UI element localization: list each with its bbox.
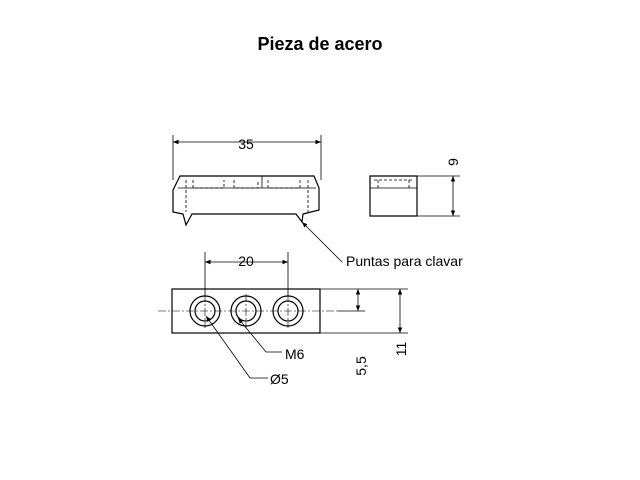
side-outline (369, 175, 418, 217)
thread-label: M6 (285, 346, 305, 362)
points-label: Puntas para clavar (346, 253, 463, 269)
hole-middle (230, 294, 262, 328)
points-leader (301, 221, 343, 263)
diameter-leader (205, 315, 268, 379)
width-label: 11 (393, 342, 409, 357)
thread-leader (237, 317, 282, 353)
front-view (172, 135, 322, 227)
top-view (158, 252, 408, 379)
hole-left (189, 294, 221, 328)
hole-spacing-label: 20 (238, 253, 254, 269)
hole-right (272, 294, 304, 328)
front-outline (172, 175, 320, 227)
height-label: 9 (445, 158, 461, 166)
half-width-label: 5,5 (353, 356, 369, 376)
side-view (369, 175, 460, 217)
diameter-label: Ø5 (270, 371, 289, 387)
drawing-title: Pieza de acero (257, 34, 383, 54)
length-label: 35 (238, 136, 254, 152)
